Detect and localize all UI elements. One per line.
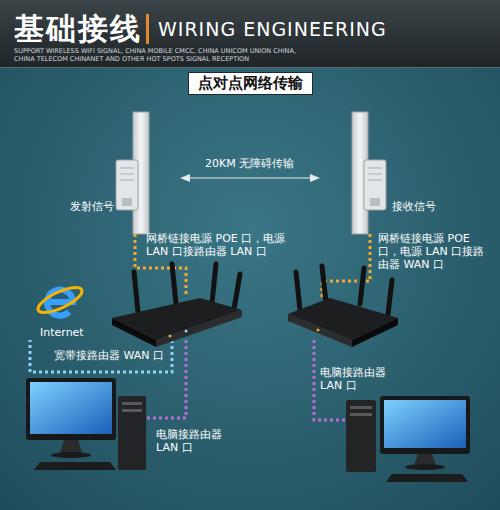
header-band [0, 0, 500, 68]
signal-label: 接收信号 [392, 200, 436, 213]
wiring-note: 电脑接路由器 LAN 口 [156, 428, 236, 454]
wiring-note: 电脑接路由器 LAN 口 [320, 366, 392, 392]
right-router [288, 266, 398, 347]
wiring-note: 网桥链接电源 POE 口，电源 LAN 口接路由器 WAN 口 [378, 232, 490, 271]
signal-label: 发射信号 [70, 200, 114, 213]
right-bridge [352, 112, 386, 234]
page-title: 基础接线 [14, 11, 142, 47]
right-computer [346, 396, 470, 482]
internet-label: Internet [40, 326, 84, 339]
left-router [112, 264, 242, 347]
section-box: 点对点网络传输 [188, 72, 313, 95]
header-rule [0, 67, 500, 68]
wan-wire [30, 340, 172, 372]
header-separator [146, 14, 149, 44]
header-note: SUPPORT WIRELESS WIFI SIGNAL, CHINA MOBI… [14, 47, 314, 63]
internet-icon [35, 283, 85, 318]
distance-label: 20KM 无障碍传输 [205, 157, 294, 170]
section-title: 点对点网络传输 [198, 74, 303, 93]
left-bridge [116, 112, 149, 234]
wiring-note: 网桥链接电源 POE 口，电源 LAN 口接路由器 LAN 口 [146, 232, 296, 258]
wiring-note: 宽带接路由器 WAN 口 [54, 349, 164, 362]
header-subtitle: WIRING ENGINEERING [158, 18, 387, 40]
left-computer [26, 378, 146, 470]
link-arrow [180, 174, 320, 182]
